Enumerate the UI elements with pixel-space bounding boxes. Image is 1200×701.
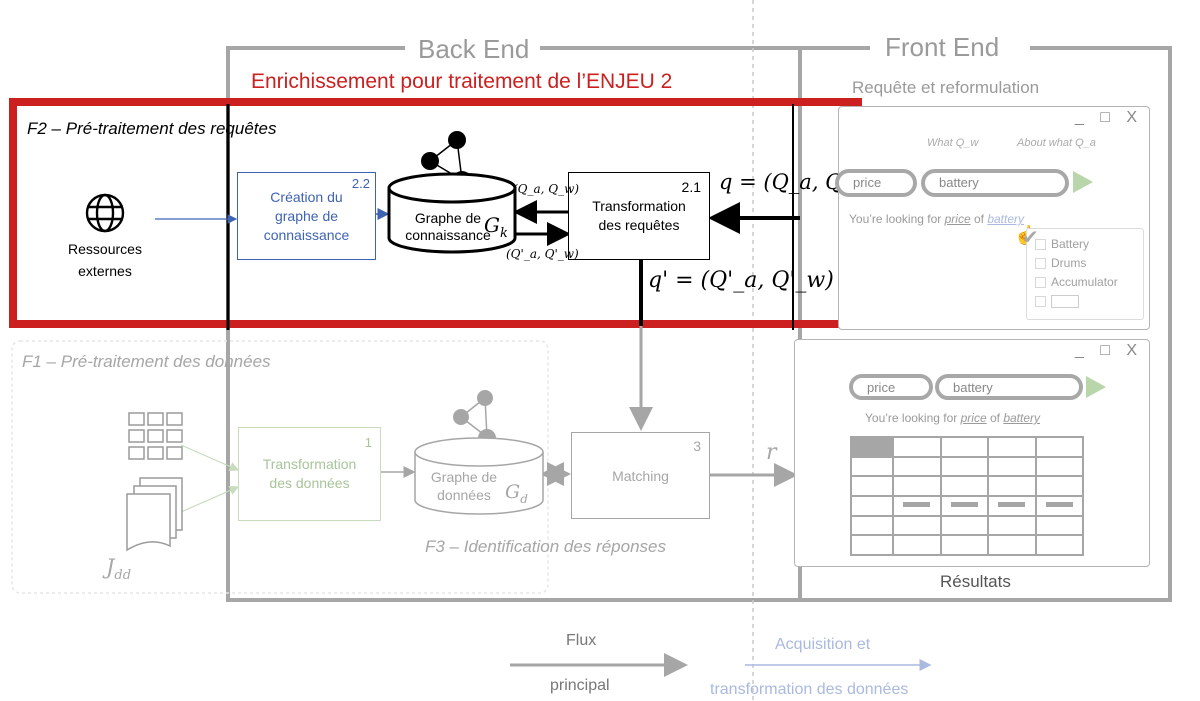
search-field-right[interactable]: battery bbox=[921, 169, 1069, 197]
table-cell bbox=[989, 516, 1035, 535]
legend-acquisition: Acquisition et bbox=[775, 636, 871, 653]
suggestion-list: Battery Drums Accumulator bbox=[1026, 228, 1144, 320]
table-cell bbox=[1036, 457, 1082, 476]
table-cell bbox=[894, 516, 940, 535]
table-cell bbox=[852, 457, 892, 476]
about-what-q-label: About what Q_a bbox=[1017, 137, 1096, 149]
arrow-grid-to-transfo bbox=[180, 444, 240, 472]
q-prime-small-label: (Q'_a, Q'_w) bbox=[506, 247, 579, 261]
table-cell bbox=[894, 496, 940, 515]
results-window: _ □ X price battery You’re looking for p… bbox=[794, 339, 1150, 567]
table-cell bbox=[941, 516, 987, 535]
table-cell bbox=[894, 457, 940, 476]
results-table bbox=[850, 436, 1084, 556]
table-cell bbox=[941, 536, 987, 554]
table-cell bbox=[894, 536, 940, 554]
table-bar bbox=[903, 501, 931, 507]
jdd-symbol: Jdd bbox=[106, 555, 132, 584]
graphe-d-label: Graphe de données bbox=[430, 469, 498, 503]
table-cell bbox=[989, 457, 1035, 476]
table-cell bbox=[894, 477, 940, 495]
looking-for-text: You’re looking for price of battery bbox=[849, 212, 1025, 226]
results-title: Résultats bbox=[940, 572, 1011, 591]
suggestion-item[interactable]: Battery bbox=[1035, 235, 1143, 254]
table-cell bbox=[941, 438, 987, 456]
table-cell bbox=[989, 536, 1035, 554]
table-cell bbox=[941, 457, 987, 476]
matching-box: Matching 3 bbox=[571, 432, 710, 519]
table-cell bbox=[1036, 496, 1082, 515]
legend-transformation: transformation des données bbox=[710, 681, 909, 698]
arrow-docs-to-transfo bbox=[180, 485, 240, 513]
suggestion-custom[interactable] bbox=[1035, 292, 1143, 311]
f1-title: F1 – Pré-traitement des données bbox=[22, 352, 271, 371]
table-cell bbox=[894, 438, 940, 456]
checkmark-icon: ✔ bbox=[1022, 227, 1039, 249]
checkbox-icon bbox=[1035, 258, 1046, 270]
table-cell bbox=[852, 536, 892, 554]
custom-input bbox=[1051, 295, 1079, 309]
transformation-requetes-box: Transformation des requêtes 2.1 bbox=[568, 172, 710, 260]
what-q-label: What Q_w bbox=[927, 137, 979, 149]
globe-icon bbox=[85, 193, 125, 233]
table-cell bbox=[852, 516, 892, 535]
transformation-donnees-number: 1 bbox=[364, 435, 372, 450]
window-controls-results[interactable]: _ □ X bbox=[1074, 342, 1143, 359]
front-end-title: Front End bbox=[877, 32, 1008, 62]
creation-graphe-box: Création du graphe de connaissance 2.2 bbox=[237, 172, 376, 260]
table-cell bbox=[1036, 516, 1082, 535]
results-go-button[interactable] bbox=[1086, 376, 1106, 398]
f2-title: F2 – Pré-traitement des requêtes bbox=[27, 119, 277, 138]
transformation-donnees-box: Transformation des données 1 bbox=[238, 427, 381, 521]
search-field-left[interactable]: price bbox=[835, 169, 917, 197]
table-cell bbox=[1036, 536, 1082, 554]
f3-title: F3 – Identification des réponses bbox=[425, 537, 666, 556]
q-prime-formula: q' = (Q'_a, Q'_w) bbox=[648, 268, 834, 293]
checkbox-icon bbox=[1035, 239, 1046, 251]
documents-icon bbox=[126, 477, 183, 552]
table-cell bbox=[989, 477, 1035, 495]
creation-number: 2.2 bbox=[351, 176, 370, 191]
table-cell bbox=[852, 438, 892, 456]
search-go-button[interactable] bbox=[1073, 171, 1093, 193]
legend-flux: Flux bbox=[566, 632, 597, 649]
checkbox-icon bbox=[1035, 277, 1046, 289]
back-end-title: Back End bbox=[410, 34, 538, 64]
window-controls-request[interactable]: _ □ X bbox=[1074, 109, 1143, 126]
graphe-k-label: Graphe de connaissance bbox=[405, 210, 491, 243]
request-window: _ □ X What Q_w About what Q_a price batt… bbox=[835, 106, 1150, 330]
table-cell bbox=[989, 496, 1035, 515]
table-cell bbox=[941, 496, 987, 515]
suggestion-item[interactable]: Accumulator bbox=[1035, 273, 1143, 292]
grid-icon bbox=[128, 412, 183, 460]
results-search-right[interactable]: battery bbox=[935, 374, 1083, 400]
table-cell bbox=[1036, 438, 1082, 456]
matching-number: 3 bbox=[693, 438, 701, 454]
table-cell bbox=[852, 477, 892, 495]
table-cell bbox=[852, 496, 892, 515]
transformation-number: 2.1 bbox=[681, 179, 701, 195]
graph-d-cylinder bbox=[414, 437, 544, 515]
graphe-d-symbol: Gd bbox=[505, 481, 528, 506]
q-small-label: (Q_a, Q_w) bbox=[513, 182, 580, 196]
table-cell bbox=[1036, 477, 1082, 495]
table-cell bbox=[989, 438, 1035, 456]
request-title: Requête et reformulation bbox=[852, 78, 1040, 97]
table-cell bbox=[941, 477, 987, 495]
legend-principal: principal bbox=[550, 677, 610, 694]
r-symbol: r bbox=[766, 440, 777, 465]
graphe-k-symbol: Gk bbox=[484, 213, 508, 241]
table-bar bbox=[1045, 501, 1073, 507]
results-search-left[interactable]: price bbox=[849, 374, 933, 400]
table-bar bbox=[950, 501, 978, 507]
results-looking-for-text: You’re looking for price of battery bbox=[865, 411, 1041, 425]
enrichment-title: Enrichissement pour traitement de l’ENJE… bbox=[251, 70, 673, 93]
front-end-frame bbox=[798, 46, 1172, 602]
table-bar bbox=[998, 501, 1026, 507]
suggestion-item[interactable]: Drums bbox=[1035, 254, 1143, 273]
ressources-externes-label: Ressources externes bbox=[68, 241, 142, 279]
graph-k-cylinder bbox=[387, 172, 517, 254]
checkbox-icon bbox=[1035, 296, 1046, 308]
